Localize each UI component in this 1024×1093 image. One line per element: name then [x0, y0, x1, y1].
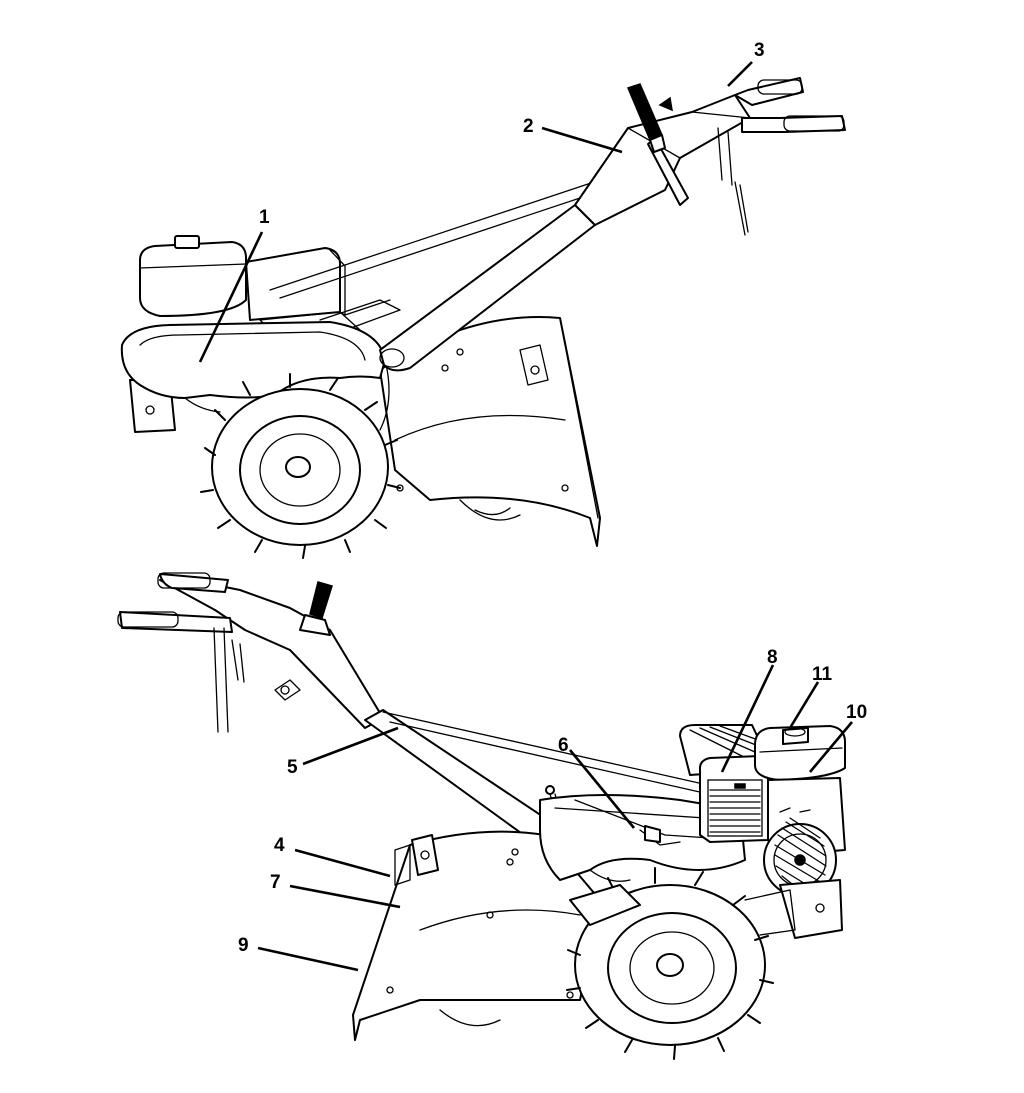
callout-9: 9 [238, 935, 249, 956]
leader-5 [302, 726, 399, 766]
callout-7: 7 [270, 872, 281, 893]
engine-bottom [679, 724, 846, 856]
wheel-bottom [566, 867, 774, 1060]
callout-2: 2 [523, 116, 534, 137]
leader-11 [788, 681, 820, 729]
leader-1 [198, 231, 264, 363]
leader-7 [289, 884, 401, 909]
leader-3 [727, 61, 753, 87]
body-frame-bottom [539, 794, 746, 882]
callout-10: 10 [846, 702, 867, 723]
shift-lever-knob-bottom [299, 581, 333, 636]
leader-6 [568, 749, 636, 829]
handlebar-bottom [117, 572, 384, 733]
leader-4 [294, 848, 391, 878]
tines-top [459, 499, 521, 521]
callout-1: 1 [259, 207, 270, 228]
leader-9 [257, 946, 359, 972]
callout-8: 8 [767, 647, 778, 668]
leader-lines [198, 61, 853, 972]
callout-4: 4 [274, 835, 285, 856]
handlebar-top [269, 77, 846, 372]
wheel-top [200, 373, 401, 559]
engine-top [139, 235, 401, 341]
tiller-right-side-view [117, 572, 846, 1060]
shift-lever-knob-top [626, 83, 666, 153]
callout-5: 5 [287, 757, 298, 778]
callout-3: 3 [754, 40, 765, 61]
callout-6: 6 [558, 735, 569, 756]
callout-11: 11 [812, 664, 833, 685]
tine-hood-bottom [352, 830, 601, 1041]
leader-2 [541, 126, 623, 154]
leader-8 [720, 664, 775, 773]
tiller-left-side-view [120, 77, 846, 559]
callout-labels: 1 2 3 4 5 6 7 8 9 10 11 [238, 40, 867, 956]
leader-10 [809, 721, 853, 773]
fender-shield-top [120, 321, 390, 431]
lever-icon-top [658, 96, 673, 112]
tine-hood-top [379, 316, 601, 547]
front-bumper-bottom [744, 879, 843, 939]
